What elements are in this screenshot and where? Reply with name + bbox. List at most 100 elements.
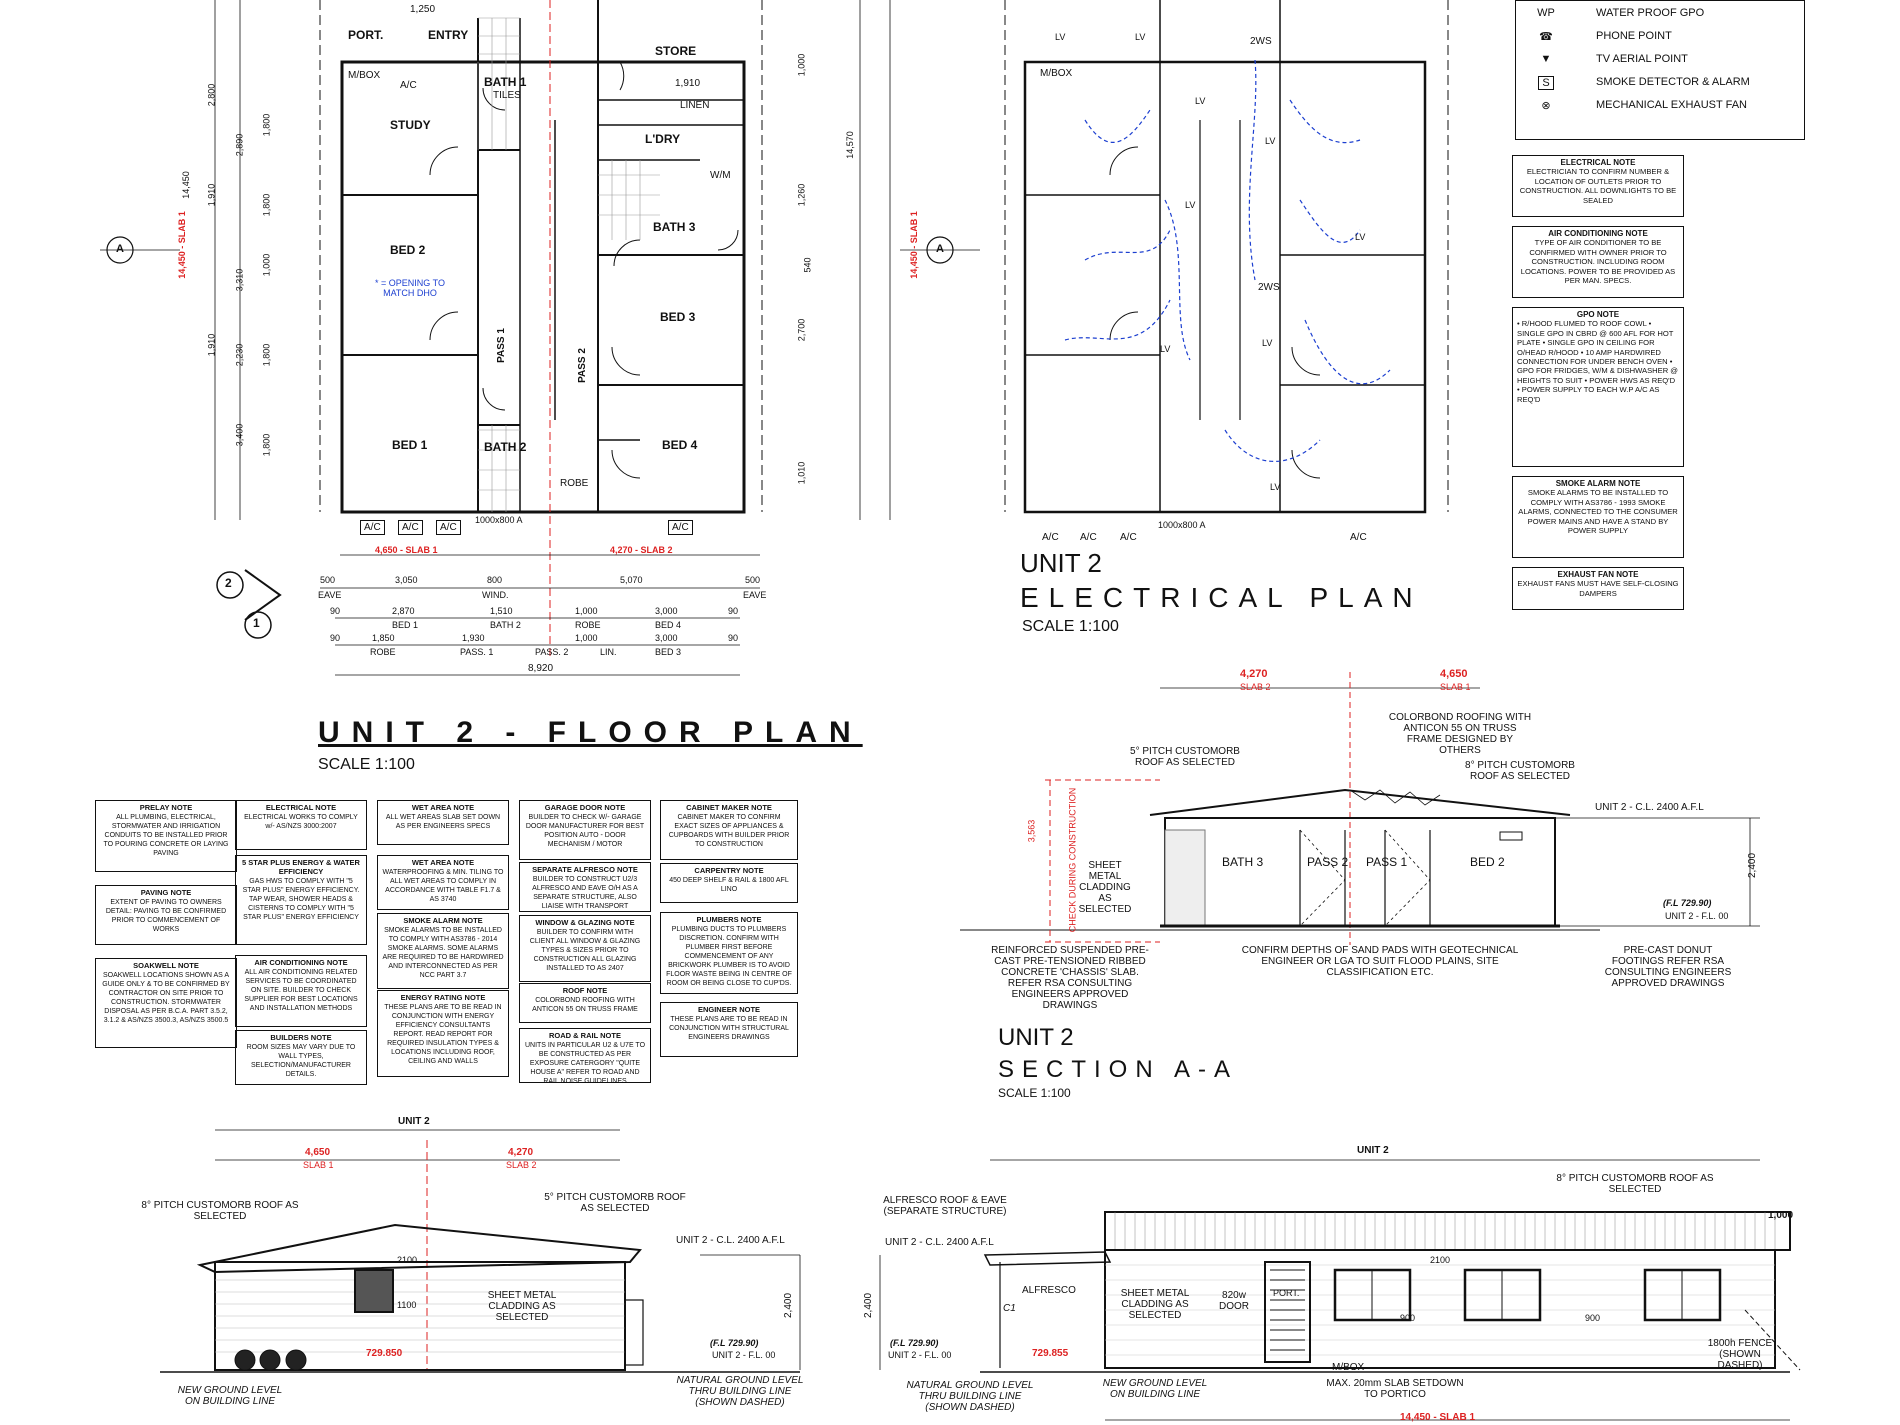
note-title: AIR CONDITIONING NOTE	[1548, 229, 1648, 238]
electrical-wiring	[1064, 59, 1391, 462]
note-body: ALL WET AREAS SLAB SET DOWN AS PER ENGIN…	[385, 814, 501, 830]
elev-l-d1: 4,650	[305, 1147, 331, 1158]
wm-label: W/M	[710, 170, 731, 181]
elec-lv-9: LV	[1270, 482, 1281, 492]
opening-note: * = OPENING TO MATCH DHO	[375, 278, 445, 298]
note-body: BUILDER TO CHECK W/- GARAGE DOOR MANUFAC…	[525, 814, 645, 848]
note-box: GPO NOTE• R/HOOD FLUMED TO ROOF COWL • S…	[1512, 307, 1684, 467]
section-pitch8: 8° PITCH CUSTOMORB ROOF AS SELECTED	[1465, 760, 1575, 782]
room-label-port: PORT.	[348, 28, 384, 42]
slab1-dim: 4,650 - SLAB 1	[375, 545, 438, 555]
section-fl: (F.L 729.90)	[1663, 898, 1712, 908]
note-body: ALL AIR CONDITIONING RELATED SERVICES TO…	[244, 969, 358, 1012]
dim-r3-0: 90	[330, 633, 341, 643]
section-room-1: PASS 2	[1307, 855, 1349, 869]
elev-r-cl: UNIT 2 - C.L. 2400 A.F.L	[885, 1237, 994, 1248]
note-title: CARPENTRY NOTE	[694, 866, 764, 875]
elev-l-ground: NEW GROUND LEVEL ON BUILDING LINE	[177, 1385, 283, 1407]
elec-ac-4: A/C	[1350, 532, 1367, 543]
elec-lv-7: LV	[1160, 344, 1171, 354]
dim-r2-0: 90	[330, 606, 341, 616]
elec-lv-6: LV	[1355, 232, 1366, 242]
left-dim-3: 3,310	[234, 268, 245, 292]
elev-l-fl: (F.L 729.90)	[710, 1338, 759, 1348]
section-sand-note: CONFIRM DEPTHS OF SAND PADS WITH GEOTECH…	[1241, 945, 1519, 978]
note-title: PLUMBERS NOTE	[696, 915, 762, 924]
dim-r1-lbl-1: WIND.	[482, 590, 509, 600]
right-dim-3: 2,700	[796, 318, 807, 342]
section-cl: UNIT 2 - C.L. 2400 A.F.L	[1595, 802, 1704, 813]
right-dim-4: 1,010	[796, 461, 807, 485]
section-title: SECTION A-A	[998, 1056, 1239, 1083]
legend-row: ▼TV AERIAL POINT	[1516, 53, 1806, 73]
elev-r-natural: NATURAL GROUND LEVEL THRU BUILDING LINE …	[906, 1380, 1034, 1413]
note-title: GPO NOTE	[1576, 310, 1620, 319]
dim-r3-lbl-1: PASS. 1	[460, 647, 494, 657]
note-body: • R/HOOD FLUMED TO ROOF COWL • SINGLE GP…	[1517, 319, 1678, 404]
note-title: SOAKWELL NOTE	[133, 961, 199, 970]
room-label-laundry: L'DRY	[645, 132, 681, 146]
note-body: EXTENT OF PAVING TO OWNERS DETAIL: PAVIN…	[105, 899, 227, 933]
exhaust-fan-icon: ⊗	[1541, 100, 1551, 112]
elev-l-1100: 1100	[397, 1300, 417, 1310]
left-dim-6: 3,400	[234, 423, 245, 447]
left-dim-4: 1,910	[206, 333, 217, 357]
note-title: ROAD & RAIL NOTE	[549, 1031, 621, 1040]
note-title: SMOKE ALARM NOTE	[403, 916, 483, 925]
elev-l-2100: 2100	[397, 1255, 418, 1265]
ac-label: A/C	[400, 80, 417, 91]
section-marker-left: A	[116, 243, 124, 255]
section-scale: SCALE 1:100	[998, 1086, 1071, 1100]
floor-plan-walls	[319, 0, 763, 660]
electrical-plan-walls	[1004, 0, 1449, 514]
left-dim-9: 1,800	[261, 113, 272, 137]
dim-r1-4: 500	[745, 575, 761, 585]
note-title: SMOKE ALARM NOTE	[1555, 479, 1641, 488]
ac-unit-1: A/C	[360, 520, 385, 535]
note-title: EXHAUST FAN NOTE	[1557, 570, 1639, 579]
ac-unit-4: A/C	[668, 520, 693, 535]
dim-r2-3: 1,510	[490, 606, 513, 616]
left-dim-12: 1,800	[261, 433, 272, 457]
section-slab1-lbl: SLAB 1	[1440, 682, 1471, 692]
section-drawing	[960, 672, 1760, 945]
elev-l-height: 2,400	[783, 1292, 795, 1319]
room-label-pass1: PASS 1	[495, 328, 507, 363]
elec-2ws-2: 2WS	[1258, 282, 1280, 293]
right-dim-2: 540	[802, 257, 813, 273]
note-title: ENERGY RATING NOTE	[400, 993, 486, 1002]
legend-label: SMOKE DETECTOR & ALARM	[1596, 76, 1750, 88]
left-dim-8: 1,000	[261, 253, 272, 277]
note-body: WATERPROOFING & MIN. TILING TO ALL WET A…	[382, 869, 504, 903]
elec-lv-5: LV	[1185, 200, 1196, 210]
elev-r-900-2: 900	[1585, 1313, 1601, 1323]
elev-l-natural: NATURAL GROUND LEVEL THRU BUILDING LINE …	[676, 1375, 804, 1408]
dim-r2-lbl-3: BED 4	[655, 620, 682, 630]
room-label-entry: ENTRY	[428, 28, 469, 42]
legend-label: PHONE POINT	[1596, 30, 1672, 42]
room-label-bed1: BED 1	[392, 438, 428, 452]
dim-r3-1: 1,850	[372, 633, 395, 643]
elev-l-pitch8: 8° PITCH CUSTOMORB ROOF AS SELECTED	[141, 1200, 299, 1222]
total-width: 8,920	[528, 663, 554, 674]
linen-label: LINEN	[680, 100, 710, 111]
note-title: GARAGE DOOR NOTE	[544, 803, 626, 812]
elev-r-fl: (F.L 729.90)	[890, 1338, 939, 1348]
side-slab1-dim-right: 14,450 - SLAB 1	[908, 211, 919, 279]
elev-r-2100: 2100	[1430, 1255, 1451, 1265]
note-body: UNITS IN PARTICULAR U2 & U7E TO BE CONST…	[524, 1042, 646, 1085]
note-title: WET AREA NOTE	[411, 803, 475, 812]
note-body: SMOKE ALARMS TO BE INSTALLED TO COMPLY W…	[1518, 488, 1678, 536]
